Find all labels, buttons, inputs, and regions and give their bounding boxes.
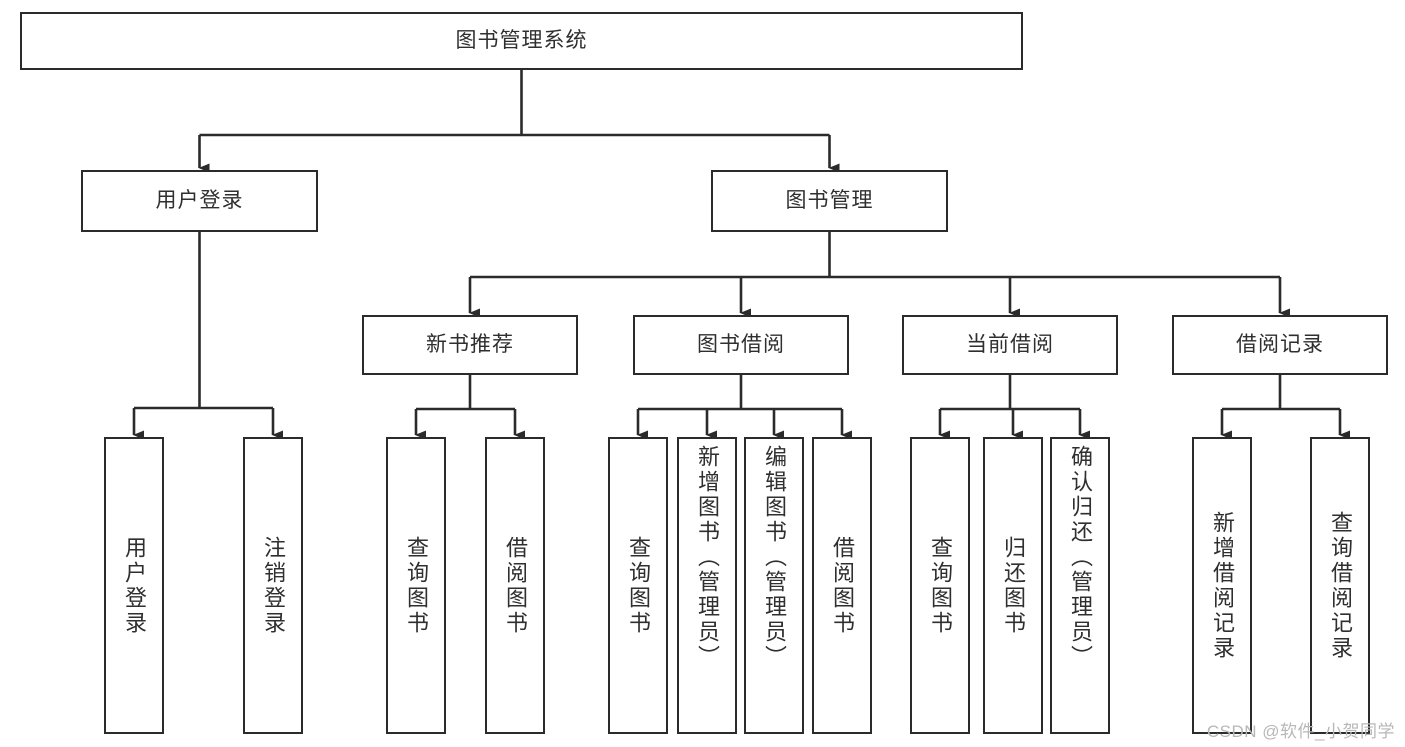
- node-label: 新增图书（管理员）: [695, 445, 720, 670]
- node-leaf-1[interactable]: 注销登录: [243, 437, 303, 734]
- node-label: 图书管理: [785, 188, 874, 212]
- node-leaf-10[interactable]: 确认归还（管理员）: [1050, 437, 1110, 734]
- node-leaf-4[interactable]: 查询图书: [608, 437, 668, 734]
- node-level2-1[interactable]: 图书管理: [711, 170, 948, 232]
- node-leaf-5[interactable]: 新增图书（管理员）: [677, 437, 737, 734]
- node-label: 归还图书: [1001, 535, 1026, 636]
- node-level3-2[interactable]: 当前借阅: [902, 315, 1118, 375]
- node-leaf-8[interactable]: 查询图书: [910, 437, 970, 734]
- node-root-图书管理系统[interactable]: 图书管理系统: [20, 12, 1023, 70]
- node-label: 图书借阅: [697, 332, 785, 356]
- node-label: 当前借阅: [966, 332, 1054, 356]
- node-leaf-7[interactable]: 借阅图书: [812, 437, 872, 734]
- node-leaf-0[interactable]: 用户登录: [104, 437, 164, 734]
- node-leaf-3[interactable]: 借阅图书: [485, 437, 545, 734]
- node-leaf-2[interactable]: 查询图书: [386, 437, 446, 734]
- node-label: 编辑图书（管理员）: [762, 445, 787, 670]
- node-label: 新增借阅记录: [1210, 510, 1235, 661]
- node-label: 借阅记录: [1236, 332, 1324, 356]
- node-label: 用户登录: [122, 535, 147, 636]
- node-label: 查询图书: [404, 535, 429, 636]
- node-label: 确认归还（管理员）: [1068, 445, 1093, 670]
- node-level3-1[interactable]: 图书借阅: [633, 315, 849, 375]
- node-leaf-6[interactable]: 编辑图书（管理员）: [744, 437, 804, 734]
- node-label: 借阅图书: [503, 535, 528, 636]
- node-label: 用户登录: [155, 188, 244, 212]
- node-level3-0[interactable]: 新书推荐: [362, 315, 578, 375]
- node-label: 借阅图书: [830, 535, 855, 636]
- node-label: 注销登录: [261, 535, 286, 636]
- node-label: 查询借阅记录: [1328, 510, 1353, 661]
- watermark-label: CSDN @软件_小贺同学: [1206, 722, 1395, 741]
- node-level2-0[interactable]: 用户登录: [81, 170, 318, 232]
- node-label: 查询图书: [626, 535, 651, 636]
- node-label: 查询图书: [928, 535, 953, 636]
- node-leaf-11[interactable]: 新增借阅记录: [1192, 437, 1252, 734]
- node-label: 图书管理系统: [455, 28, 588, 52]
- node-label: 新书推荐: [426, 332, 514, 356]
- edge-layer: [132, 70, 1350, 440]
- node-level3-3[interactable]: 借阅记录: [1172, 315, 1388, 375]
- node-leaf-9[interactable]: 归还图书: [983, 437, 1043, 734]
- node-leaf-12[interactable]: 查询借阅记录: [1310, 437, 1370, 734]
